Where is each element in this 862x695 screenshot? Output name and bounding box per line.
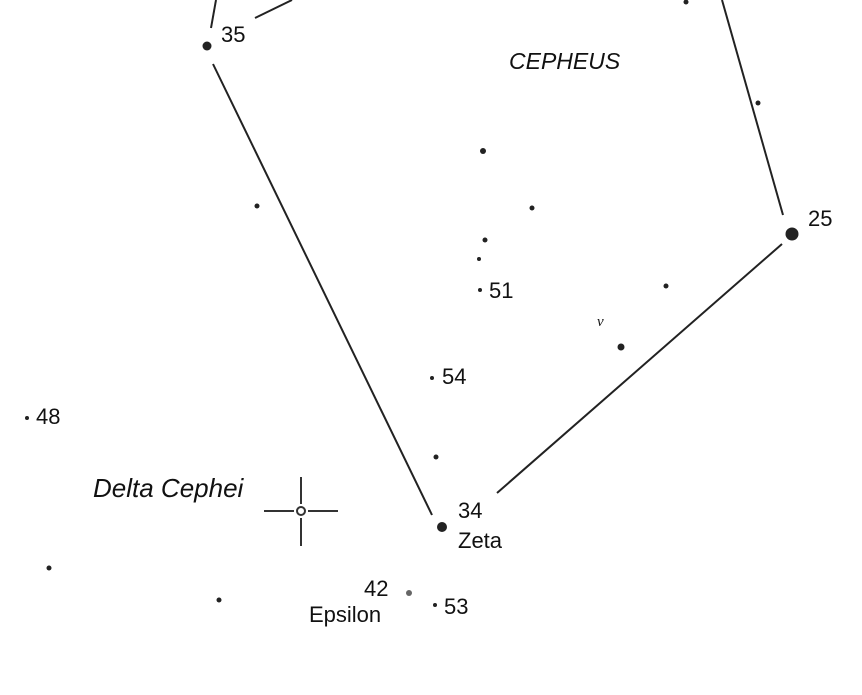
star-label: 53 [444,594,469,619]
star [480,148,486,154]
star [433,603,437,607]
star [406,590,412,596]
star-label: 42 [364,576,389,601]
star [430,376,434,380]
star [433,454,439,460]
target-label: Delta Cephei [93,473,244,503]
constellation-line [721,0,784,216]
star-label: 54 [442,364,467,389]
star [683,0,689,5]
constellation-line [254,0,293,19]
star [482,237,488,243]
star-label: ν [597,314,604,330]
constellation-line [496,243,783,494]
star-label: 35 [221,22,246,47]
star [785,227,799,241]
star [529,205,535,211]
constellation-line [210,0,217,29]
star [202,41,212,51]
star [46,565,52,571]
star-label: 25 [808,206,833,231]
star-label: 48 [36,404,61,429]
star-label: Epsilon [309,602,382,627]
star [477,257,481,261]
star [663,283,669,289]
star [755,100,761,106]
delta-cephei-marker [264,477,338,546]
star-label: 34 [458,498,483,523]
star [254,203,260,209]
star [617,343,625,351]
constellation-line [212,63,433,516]
star [25,416,29,420]
star [478,288,482,292]
star-label: 51 [489,278,514,303]
star-label: Zeta [458,528,503,553]
constellation-name: CEPHEUS [509,48,621,74]
star [216,597,222,603]
star [437,522,447,532]
